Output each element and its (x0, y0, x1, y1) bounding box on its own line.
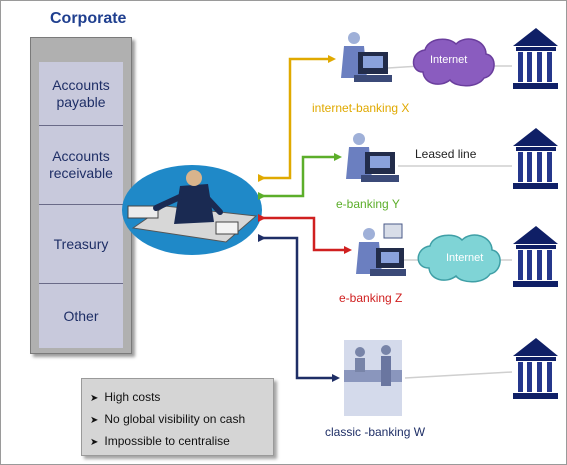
issue-text: Impossible to centralise (104, 434, 230, 448)
connector-z (258, 214, 352, 254)
corporate-title: Corporate (50, 10, 127, 27)
bullet-arrow-icon: ➤ (90, 415, 99, 426)
department-accounts-receivable: Accounts receivable (39, 126, 123, 204)
issue-text: High costs (104, 390, 161, 404)
connector-y (258, 153, 342, 200)
department-divider (39, 283, 123, 284)
internet-label-1: Internet (430, 54, 468, 66)
channel-label-x: internet-banking X (312, 101, 410, 115)
connector-w (258, 234, 340, 382)
channel-label-w: classic -banking W (325, 425, 426, 439)
bank-building-icon (513, 338, 558, 399)
issue-text: No global visibility on cash (104, 412, 246, 426)
bullet-arrow-icon: ➤ (90, 393, 99, 404)
issue-item: ➤ Impossible to centralise (90, 434, 230, 448)
connector-x (258, 55, 336, 182)
link-line (404, 371, 513, 379)
computer-terminal-icon (356, 223, 406, 276)
bullet-arrow-icon: ➤ (90, 437, 99, 448)
internet-cloud-icon (417, 234, 501, 283)
bank-building-icon (513, 128, 558, 189)
bank-building-icon (513, 28, 558, 89)
office-worker-at-desk-icon (122, 165, 262, 255)
department-treasury: Treasury (39, 205, 123, 283)
department-divider (39, 125, 123, 126)
bank-building-icon (513, 226, 558, 287)
issues-box: ➤ High costs ➤ No global visibility on cas… (81, 378, 274, 456)
bank-counter-icon (344, 340, 402, 416)
department-divider (39, 204, 123, 205)
channel-label-z: e-banking Z (339, 291, 403, 305)
computer-terminal-icon (341, 32, 392, 82)
leased-line-label: Leased line (415, 147, 477, 161)
department-accounts-payable: Accounts payable (39, 62, 123, 125)
channel-label-y: e-banking Y (336, 197, 400, 211)
issue-item: ➤ High costs (90, 390, 160, 404)
internet-label-2: Internet (446, 252, 484, 264)
department-other: Other (39, 284, 123, 348)
department-column: Accounts payable Accounts receivable Tre… (30, 37, 132, 354)
computer-terminal-icon (346, 133, 399, 182)
internet-cloud-icon (412, 38, 495, 87)
issue-item: ➤ No global visibility on cash (90, 412, 245, 426)
